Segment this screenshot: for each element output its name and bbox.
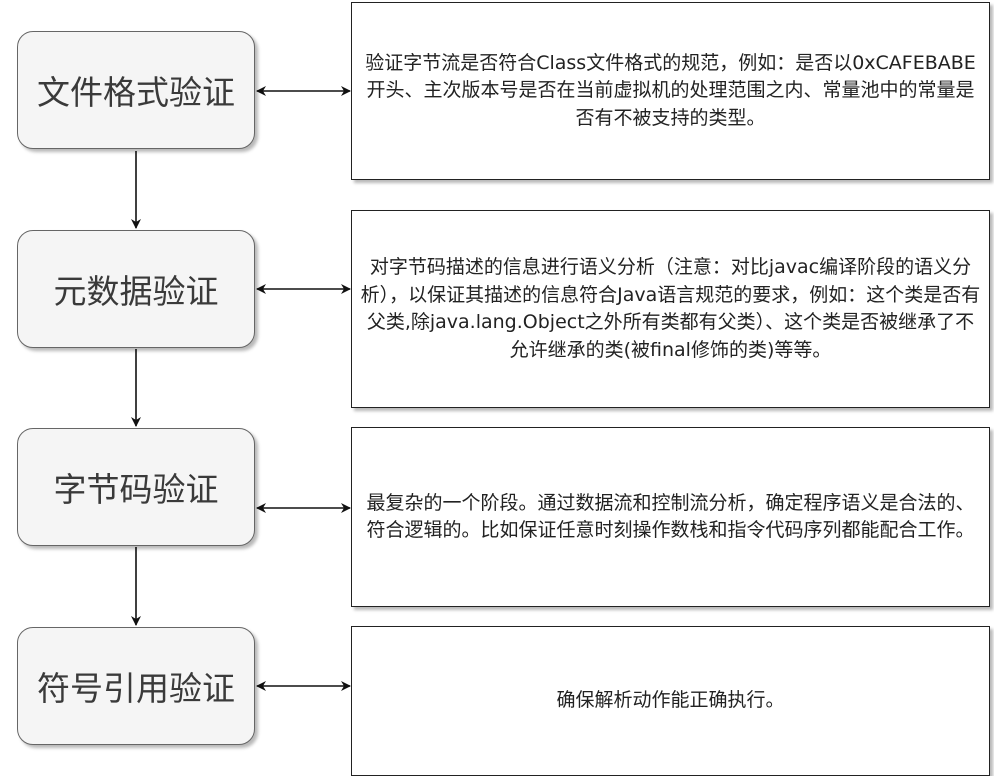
- stage-bytecode-verification: 字节码验证: [17, 428, 255, 546]
- description-text: 对字节码描述的信息进行语义分析（注意：对比javac编译阶段的语义分析），以保证…: [360, 256, 981, 361]
- description-metadata: 对字节码描述的信息进行语义分析（注意：对比javac编译阶段的语义分析），以保证…: [351, 210, 990, 408]
- stage-metadata-verification: 元数据验证: [17, 230, 255, 348]
- description-text: 最复杂的一个阶段。通过数据流和控制流分析，确定程序语义是合法的、符合逻辑的。比如…: [366, 491, 975, 542]
- stage-label: 元数据验证: [53, 272, 219, 311]
- stage-symbolic-reference-verification: 符号引用验证: [17, 627, 255, 745]
- stage-label: 符号引用验证: [37, 669, 235, 708]
- description-file-format: 验证字节流是否符合Class文件格式的规范，例如：是否以0xCAFEBABE开头…: [351, 2, 990, 180]
- description-text: 验证字节流是否符合Class文件格式的规范，例如：是否以0xCAFEBABE开头…: [365, 51, 976, 129]
- description-text: 确保解析动作能正确执行。: [556, 689, 785, 712]
- stage-label: 字节码验证: [53, 470, 219, 509]
- description-bytecode: 最复杂的一个阶段。通过数据流和控制流分析，确定程序语义是合法的、符合逻辑的。比如…: [351, 427, 990, 607]
- stage-label: 文件格式验证: [37, 73, 235, 112]
- description-symbolic-reference: 确保解析动作能正确执行。: [351, 626, 990, 776]
- stage-file-format-verification: 文件格式验证: [17, 31, 255, 149]
